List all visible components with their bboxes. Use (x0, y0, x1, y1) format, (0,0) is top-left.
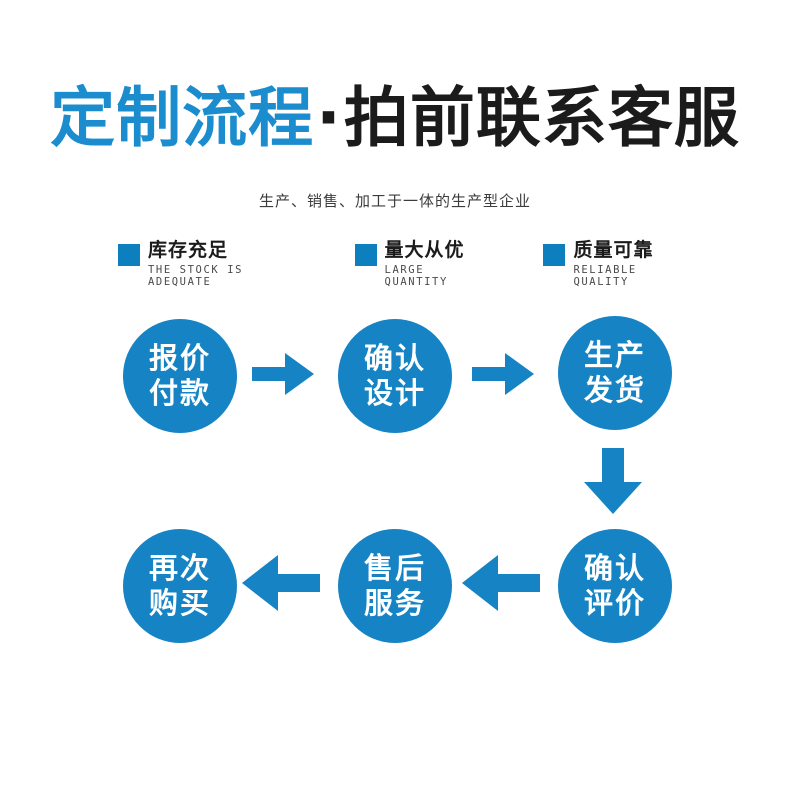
flow-step-line1: 生产 (583, 337, 646, 372)
flow-step-line2: 评价 (583, 586, 646, 620)
feature-label-cn: 量大从优 (384, 239, 465, 261)
page-title: 定制流程·拍前联系客服 (0, 86, 790, 151)
page-title-rest: 拍前联系客服 (343, 81, 740, 156)
feature-item-texts: 质量可靠 RELIABLE QUALITY (573, 239, 678, 288)
flow-step-after-sales: 售后 服务 (338, 529, 452, 643)
flow-step-line1: 报价 (148, 340, 211, 375)
flow-step-confirm-review: 确认 评价 (558, 529, 672, 643)
arrow-right-icon (252, 349, 314, 399)
flow-step-line2: 服务 (363, 586, 426, 620)
page-subtitle: 生产、销售、加工于一体的生产型企业 (258, 192, 531, 210)
feature-item-quality: 质量可靠 RELIABLE QUALITY (543, 239, 678, 288)
flow-step-line1: 确认 (583, 550, 646, 585)
flow-step-line2: 设计 (363, 376, 426, 410)
arrow-left-icon (462, 553, 540, 613)
flow-step-line1: 确认 (363, 340, 426, 375)
square-marker-icon (118, 244, 140, 266)
arrow-down-icon (578, 448, 648, 514)
arrow-left-icon (242, 553, 320, 613)
feature-item-texts: 库存充足 THE STOCK IS ADEQUATE (148, 239, 287, 288)
flow-step-produce-ship: 生产 发货 (558, 316, 672, 430)
feature-item-stock: 库存充足 THE STOCK IS ADEQUATE (118, 239, 287, 288)
feature-label-cn: 质量可靠 (573, 239, 654, 261)
flow-step-line2: 购买 (148, 586, 211, 620)
flow-step-confirm-design: 确认 设计 (338, 319, 452, 433)
flow-step-line2: 付款 (148, 376, 211, 410)
square-marker-icon (543, 244, 566, 266)
arrow-right-icon (472, 349, 534, 399)
feature-item-texts: 量大从优 LARGE QUANTITY (384, 239, 476, 288)
feature-label-en: LARGE QUANTITY (384, 263, 448, 288)
flow-step-repeat-purchase: 再次 购买 (123, 529, 237, 643)
square-marker-icon (354, 244, 377, 266)
feature-list: 库存充足 THE STOCK IS ADEQUATE 量大从优 LARGE QU… (118, 239, 678, 288)
flow-step-quote-payment: 报价 付款 (123, 319, 237, 433)
flow-step-line2: 发货 (583, 373, 646, 407)
feature-label-cn: 库存充足 (148, 239, 229, 261)
feature-label-en: RELIABLE QUALITY (573, 263, 637, 288)
page-title-highlight: 定制流程 (50, 81, 315, 156)
flow-step-line1: 再次 (148, 550, 211, 585)
page-title-separator: · (316, 81, 342, 156)
feature-item-quantity: 量大从优 LARGE QUANTITY (354, 239, 476, 288)
feature-label-en: THE STOCK IS ADEQUATE (148, 263, 244, 288)
flow-step-line1: 售后 (363, 550, 426, 585)
